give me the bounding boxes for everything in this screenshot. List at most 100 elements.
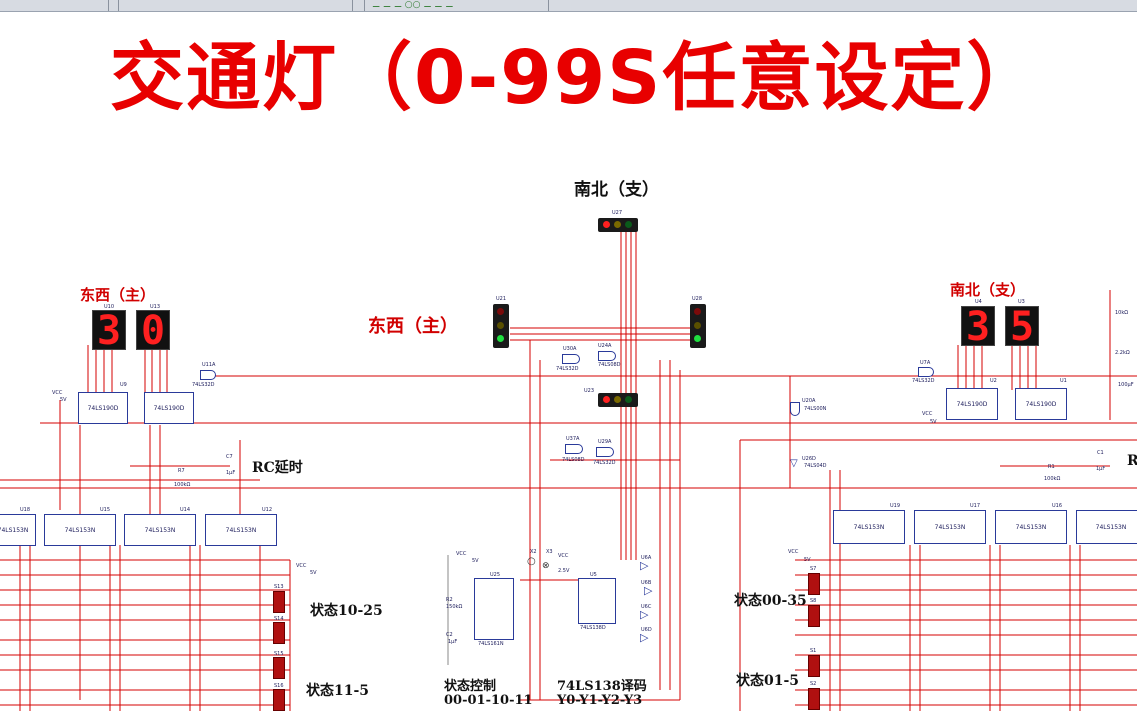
ref-s16: S16 <box>274 683 284 689</box>
ref-r7: R7 <box>178 468 185 474</box>
part-ls138: 74LS138D <box>580 625 606 631</box>
inverter-u6c-icon: ▷ <box>640 608 649 621</box>
mux-u16[interactable]: 74LS153N <box>995 510 1067 544</box>
ref-u6a: U6A <box>641 555 652 561</box>
mux-u17[interactable]: 74LS153N <box>914 510 986 544</box>
lamp-icon: ⊗ <box>542 561 550 571</box>
ref-u9: U9 <box>120 382 127 388</box>
label-state-ctrl: 状态控制 <box>444 679 497 694</box>
dip-switch-s1[interactable] <box>808 655 820 677</box>
mux-u12[interactable]: 74LS153N <box>205 514 277 546</box>
ref-u1: U1 <box>1060 378 1067 384</box>
simulation-toolbar-icons[interactable]: ⚊ ⚊ ⚊ ○○ ⚊ ⚊ ⚊ <box>372 0 454 10</box>
traffic-light-ns-top[interactable] <box>598 218 638 232</box>
gate-u24a[interactable] <box>598 351 616 361</box>
part-ls32: 74LS32D <box>556 366 579 372</box>
ref-u19: U19 <box>890 503 901 509</box>
mux-u18[interactable]: 74LS153N <box>0 514 36 546</box>
label-state-seq: 00-01-10-11 <box>444 693 533 708</box>
ref-u15: U15 <box>100 507 111 513</box>
red-lamp-icon <box>497 308 504 315</box>
ref-u27: U27 <box>612 210 623 216</box>
counter-u2[interactable]: 74LS190D <box>946 388 998 420</box>
part-ls08b: 74LS08D <box>562 457 585 463</box>
ref-u5: U5 <box>590 572 597 578</box>
traffic-light-ew-left[interactable] <box>493 304 509 348</box>
label-ew-mid: 东西（主） <box>368 316 458 337</box>
yellow-lamp-icon <box>694 322 701 329</box>
dip-switch-s2[interactable] <box>808 688 820 710</box>
ref-s14: S14 <box>274 616 284 622</box>
green-lamp-icon <box>625 221 632 228</box>
mux-u15[interactable]: 74LS153N <box>44 514 116 546</box>
counter-u11[interactable]: 74LS190D <box>78 392 128 424</box>
red-lamp-icon <box>694 308 701 315</box>
part-u7a-ls32: 74LS32D <box>912 378 935 384</box>
traffic-light-ns-bottom[interactable] <box>598 393 638 407</box>
ref-s8: S8 <box>810 598 817 604</box>
ref-u37a: U37A <box>566 436 580 442</box>
ref-u3: U3 <box>1018 299 1025 305</box>
vcc-center: VCC <box>456 551 467 557</box>
ref-u16: U16 <box>1052 503 1063 509</box>
gate-u11a[interactable] <box>200 370 216 380</box>
ref-u20a: U20A <box>802 398 816 404</box>
seven-segment-display-u10: 3 <box>92 310 126 351</box>
mux-u19[interactable]: 74LS153N <box>833 510 905 544</box>
ref-u10: U10 <box>104 304 115 310</box>
ref-s2: S2 <box>810 681 817 687</box>
vcc-left-2-5v: 5V <box>310 570 317 576</box>
dip-switch-s14[interactable] <box>273 622 285 644</box>
mux-u14[interactable]: 74LS153N <box>124 514 196 546</box>
v25-value: 2.5V <box>558 568 570 574</box>
seven-segment-display-u3: 5 <box>1005 306 1039 347</box>
ref-u11a: U11A <box>202 362 216 368</box>
gate-u7a[interactable] <box>918 367 934 377</box>
green-lamp-icon <box>694 335 701 342</box>
ref-u13: U13 <box>150 304 161 310</box>
inverter-u6b-icon: ▷ <box>644 584 653 597</box>
green-lamp-icon <box>497 335 504 342</box>
dip-switch-s8[interactable] <box>808 605 820 627</box>
c100u-value: 100µF <box>1118 382 1134 388</box>
label-state-10-25: 状态10-25 <box>310 603 383 619</box>
part-ls32b: 74LS32D <box>593 460 616 466</box>
red-lamp-icon <box>603 221 610 228</box>
ref-x3: X3 <box>546 549 553 555</box>
part-ls04: 74LS04D <box>804 463 827 469</box>
gate-u30a[interactable] <box>562 354 580 364</box>
counter-u25[interactable] <box>474 578 514 640</box>
ref-s15: S15 <box>274 651 284 657</box>
toolbar-separator <box>548 0 549 11</box>
traffic-light-ew-right[interactable] <box>690 304 706 348</box>
part-ls00: 74LS00N <box>804 406 827 412</box>
r7-value: 100kΩ <box>174 482 191 488</box>
ref-u29a: U29A <box>598 439 612 445</box>
label-decoder: 74LS138译码 <box>557 679 647 694</box>
dip-switch-s16[interactable] <box>273 689 285 711</box>
dip-switch-s7[interactable] <box>808 573 820 595</box>
r2-value: 150kΩ <box>446 604 463 610</box>
gate-u29a[interactable] <box>596 447 614 457</box>
vcc-center-5v: 5V <box>472 558 479 564</box>
ref-r2: R2 <box>446 597 453 603</box>
label-ns-right: 南北（支） <box>950 281 1026 299</box>
dip-switch-s15[interactable] <box>273 657 285 679</box>
seven-segment-display-u4: 3 <box>961 306 995 347</box>
vcc-right-2: VCC <box>788 549 799 555</box>
ref-c7: C7 <box>226 454 233 460</box>
ref-u6b: U6B <box>641 580 652 586</box>
gate-u20a[interactable] <box>790 402 800 416</box>
vcc-right-2-5v: 5V <box>804 557 811 563</box>
ref-u12: U12 <box>262 507 273 513</box>
label-decoder-out: Y0-Y1-Y2-Y3 <box>557 693 643 708</box>
counter-u9[interactable]: 74LS190D <box>144 392 194 424</box>
green-lamp-icon <box>625 396 632 403</box>
decoder-u5[interactable] <box>578 578 616 624</box>
mux-right-edge[interactable]: 74LS153N <box>1076 510 1137 544</box>
vcc-right-5v: 5V <box>930 419 937 425</box>
gate-u37a[interactable] <box>565 444 583 454</box>
counter-u1[interactable]: 74LS190D <box>1015 388 1067 420</box>
dip-switch-s13[interactable] <box>273 591 285 613</box>
